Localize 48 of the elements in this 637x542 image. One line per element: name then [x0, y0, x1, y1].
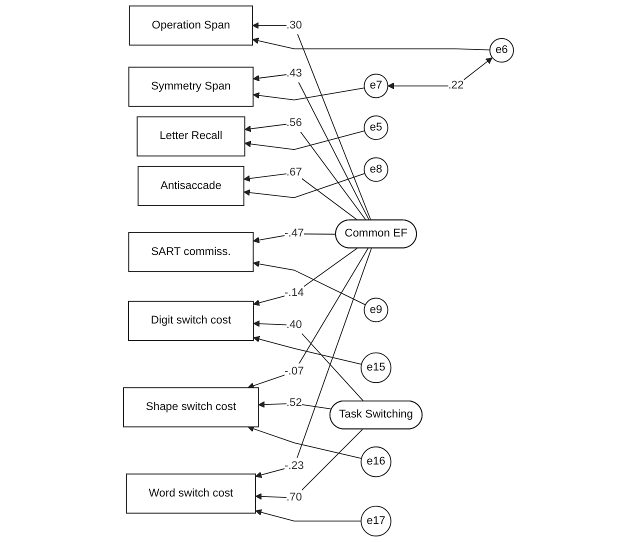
edge-label: .22: [448, 79, 464, 92]
arrow: [244, 172, 366, 198]
arrow: [252, 38, 490, 50]
node-box: Letter Recall: [136, 116, 246, 156]
arrow: [252, 22, 372, 221]
arrow: [388, 57, 492, 90]
node-box: Symmetry Span: [128, 66, 254, 107]
edge-label: .40: [286, 318, 302, 331]
node-box: Word switch cost: [126, 474, 256, 514]
arrow: [244, 130, 366, 150]
node-box: Shape switch cost: [123, 387, 259, 428]
node-circle: e9: [364, 298, 388, 322]
arrow: [252, 73, 370, 221]
edge-label: .30: [286, 18, 302, 32]
arrow: [258, 401, 332, 410]
arrow: [253, 248, 358, 306]
node-circle: e8: [364, 157, 388, 182]
arrow: [253, 336, 362, 365]
edge-label: -.14: [284, 286, 304, 300]
node-box: SART commiss.: [128, 232, 254, 272]
node-circle: e17: [360, 506, 392, 537]
arrow: [255, 248, 372, 478]
arrow: [244, 172, 358, 221]
edge-label: .56: [286, 116, 302, 130]
node-box: Operation Span: [128, 5, 254, 46]
arrow: [255, 428, 364, 500]
arrow: [248, 426, 362, 459]
edge-label: -.07: [284, 364, 304, 378]
arrow: [253, 320, 364, 402]
arrow: [248, 248, 369, 389]
edge-label: .52: [286, 396, 302, 410]
node-circle: e16: [360, 446, 392, 478]
edge-label: .43: [286, 66, 302, 80]
arrow: [252, 87, 365, 100]
arrow: [252, 260, 366, 306]
node-circle: e15: [360, 352, 392, 384]
node-box: Digit switch cost: [128, 300, 254, 341]
node-circle: e5: [364, 115, 388, 140]
arrow: [255, 509, 362, 522]
node-box: Antisaccade: [138, 166, 244, 206]
edge-label: .67: [286, 166, 302, 179]
node-circle: e6: [489, 38, 514, 63]
edge-label: -.47: [284, 226, 304, 240]
arrow: [252, 233, 336, 244]
arrow: [244, 122, 366, 221]
node-circle: e7: [364, 74, 388, 98]
edge-label: .70: [286, 490, 302, 504]
edge-label: -.23: [284, 459, 304, 472]
